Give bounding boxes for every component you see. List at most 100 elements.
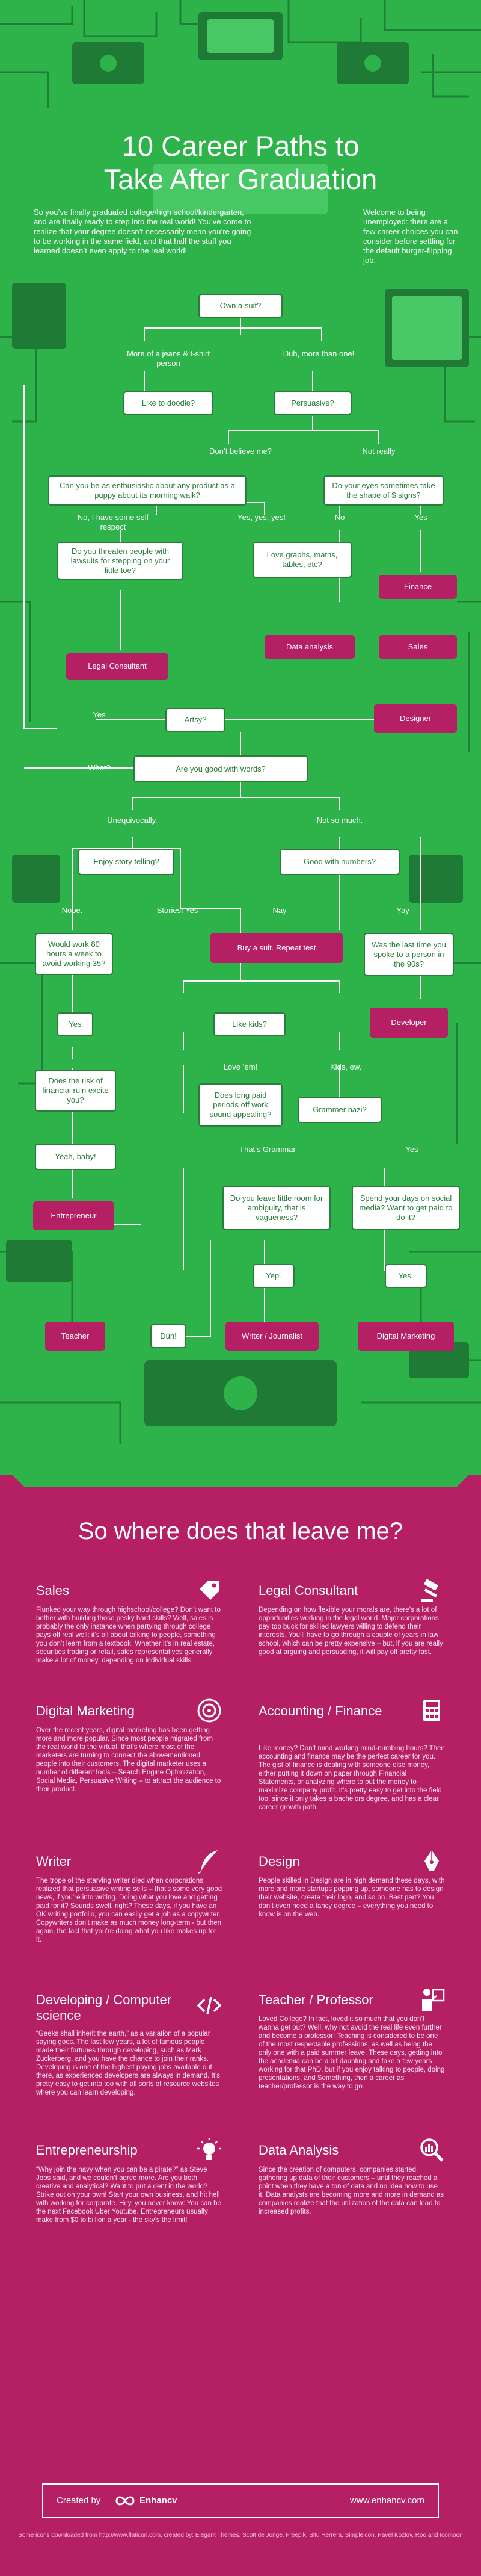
teacher-icon <box>422 1989 445 2011</box>
node-social: Spend your days on social media? Want to… <box>352 1186 460 1230</box>
node-story: Enjoy story telling? <box>78 849 174 875</box>
pen-tool-icon <box>424 1850 439 1871</box>
career-title-legal: Legal Consultant <box>259 1583 358 1598</box>
career-text-entrepreneurship: “Why join the navy when you can be a pir… <box>36 2166 221 2224</box>
title-line-1: 10 Career Paths to <box>121 130 360 162</box>
career-title-data-analysis: Data Analysis <box>259 2143 339 2158</box>
node-legal: Legal Consultant <box>66 653 168 680</box>
career-text-accounting: Like money? Don’t mind working mind-numb… <box>259 1745 445 1811</box>
career-title-accounting: Accounting / Finance <box>259 1703 382 1718</box>
label-nay: Nay <box>272 906 287 915</box>
footer-created-by: Created by <box>57 2495 101 2506</box>
career-title-writer: Writer <box>36 1854 72 1869</box>
label-dont-believe: Don’t believe me? <box>209 447 272 456</box>
career-title-sales: Sales <box>36 1583 70 1598</box>
label-kids-ew: Kids, ew. <box>329 1062 362 1071</box>
label-what: What? <box>88 763 111 772</box>
node-yes-work: Yes <box>57 1012 93 1036</box>
node-grammer: Grammer nazi? <box>298 1097 382 1123</box>
label-yes-grammar: Yes <box>405 1145 418 1154</box>
node-financial-ruin: Does the risk of financial ruin excite y… <box>35 1070 116 1112</box>
career-title-entrepreneurship: Entrepreneurship <box>36 2143 138 2158</box>
node-yep: Yep. <box>253 1264 295 1288</box>
node-threaten: Do you threaten people with lawsuits for… <box>57 542 183 580</box>
label-jeans: More of a jeans & t-shirt person <box>127 349 210 368</box>
node-teacher: Teacher <box>45 1322 105 1351</box>
node-sales: Sales <box>379 635 457 659</box>
node-buy-suit: Buy a suit. Repeat test <box>210 933 343 963</box>
intro-aside: Welcome to being unemployed: there are a… <box>363 208 458 265</box>
label-love-em: Love ’em! <box>223 1062 258 1071</box>
footer-url[interactable]: www.enhancv.com <box>350 2495 424 2506</box>
node-duh2: Duh! <box>150 1324 186 1348</box>
node-good-numbers: Good with numbers? <box>280 849 400 875</box>
career-title-developing: Developing / Computer science <box>36 1992 172 2023</box>
node-artsy: Artsy? <box>165 708 225 732</box>
node-designer: Designer <box>374 704 457 733</box>
label-no-1: No <box>334 513 345 522</box>
node-spoke90s: Was the last time you spoke to a person … <box>364 933 454 976</box>
node-good-words: Are you good with words? <box>133 755 308 782</box>
node-ambiguity: Do you leave little room for ambiguity, … <box>222 1186 331 1230</box>
footer-brand: Enhancv <box>139 2495 177 2506</box>
node-persuasive: Persuasive? <box>274 391 352 415</box>
node-like-kids: Like kids? <box>213 1012 286 1036</box>
node-yeah-baby: Yeah, baby! <box>35 1144 116 1170</box>
career-text-design: People skilled in Design are in high dem… <box>259 1877 445 1918</box>
career-title-digital-marketing: Digital Marketing <box>36 1703 135 1718</box>
label-yay: Yay <box>396 906 409 915</box>
label-thats-grammar: That’s Grammar <box>239 1145 296 1154</box>
career-text-legal: Depending on how flexible your morals ar… <box>259 1606 443 1656</box>
page-title: 10 Career Paths to Take After Graduation <box>0 129 481 196</box>
node-own-suit: Own a suit? <box>198 294 283 318</box>
career-text-developing: “Geeks shall inherit the earth,” as a va… <box>36 2030 220 2096</box>
career-title-design: Design <box>259 1854 300 1869</box>
node-like-doodle: Like to doodle? <box>123 391 213 415</box>
node-data-analysis: Data analysis <box>265 635 355 659</box>
quill-icon <box>198 1850 218 1874</box>
career-text-digital-marketing: Over the recent years, digital marketing… <box>36 1727 221 1793</box>
career-text-teacher: Loved College? In fact, loved it so much… <box>259 2016 445 2090</box>
node-finance: Finance <box>379 575 457 599</box>
label-yes-1: Yes <box>414 513 427 522</box>
node-yes-social: Yes. <box>385 1264 427 1288</box>
label-yes-artsy: Yes <box>93 710 106 719</box>
label-yes-yes: Yes, yes, yes! <box>237 513 286 522</box>
target-icon <box>197 1698 221 1723</box>
gavel-icon <box>421 1579 438 1602</box>
career-text-data-analysis: Since the creation of computers, compani… <box>259 2166 444 2215</box>
code-icon <box>197 1996 222 2014</box>
icon-credits: Some icons downloaded from http://www.fl… <box>18 2532 463 2539</box>
magnifier-chart-icon <box>420 2138 444 2162</box>
career-text-writer: The trope of the starving writer died wh… <box>36 1877 222 1943</box>
label-stories-yes: Stories! Yes <box>156 906 198 915</box>
enhancv-logo-icon <box>115 2496 135 2506</box>
intro-text: So you’ve finally graduated college/high… <box>34 208 251 255</box>
circuit-background <box>0 0 481 1444</box>
career-title-teacher: Teacher / Professor <box>259 1992 373 2007</box>
section-divider <box>0 1457 481 1487</box>
node-developer: Developer <box>370 1008 448 1038</box>
node-work80: Would work 80 hours a week to avoid work… <box>35 933 113 975</box>
section-title: So where does that leave me? <box>78 1518 403 1544</box>
label-unequivocally: Unequivocally. <box>107 816 158 825</box>
title-line-2: Take After Graduation <box>103 163 378 195</box>
node-puppy: Can you be as enthusiastic about any pro… <box>48 475 247 506</box>
price-tag-icon <box>200 1581 219 1600</box>
career-text-sales: Flunked your way through highschool/coll… <box>36 1606 221 1664</box>
calculator-icon <box>423 1700 440 1721</box>
careers-section <box>0 1457 481 2576</box>
node-entrepreneur: Entrepreneur <box>33 1201 114 1230</box>
node-love-graphs: Love graphs, maths, tables, etc? <box>253 542 352 578</box>
flowchart-section: 10 Career Paths to Take After Graduation… <box>0 0 481 1457</box>
node-writer-journalist: Writer / Journalist <box>225 1322 319 1351</box>
label-not-really: Not really <box>362 447 396 456</box>
footer-box: Created by Enhancv www.enhancv.com <box>42 2483 439 2518</box>
label-duh: Duh, more than one! <box>283 349 355 358</box>
lightbulb-icon <box>197 2138 221 2160</box>
node-digital-marketing: Digital Marketing <box>358 1322 454 1351</box>
label-nope: Nope. <box>61 906 83 915</box>
node-eyes-shape: Do your eyes sometimes take the shape of… <box>323 475 444 506</box>
label-not-so-much: Not so much. <box>316 816 363 825</box>
label-no-self-respect: No, I have some self respect <box>77 513 149 531</box>
